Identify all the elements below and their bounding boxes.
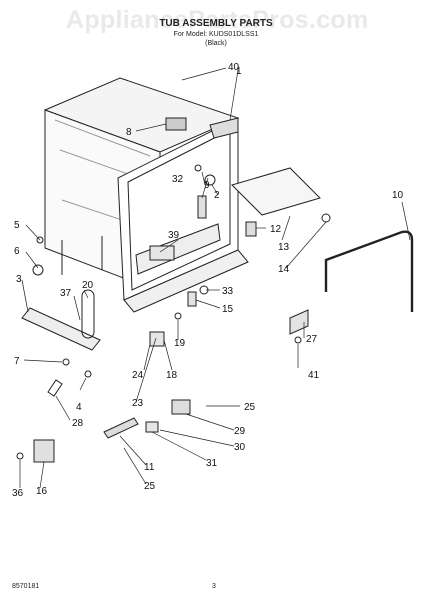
callout-37: 37: [60, 288, 72, 299]
callout-1: 1: [236, 66, 242, 77]
footer-page: 3: [212, 583, 216, 590]
callout-6: 6: [14, 246, 20, 257]
callout-29: 29: [234, 426, 246, 437]
leader-lines: [19, 67, 411, 489]
callout-12: 12: [270, 224, 282, 235]
callout-19: 19: [174, 338, 186, 349]
washer-14: [321, 213, 331, 223]
callout-39: 39: [168, 230, 180, 241]
callout-14: 14: [278, 264, 290, 275]
vent-cap: [165, 117, 187, 131]
bolt-9: [194, 164, 202, 172]
callout-4: 4: [76, 402, 82, 413]
post-32: [197, 195, 207, 219]
tub-base: [123, 249, 249, 313]
callout-30: 30: [234, 442, 246, 453]
callout-23: 23: [132, 398, 144, 409]
screw-36: [16, 452, 24, 460]
callout-3: 3: [16, 274, 22, 285]
bracket-39: [149, 245, 175, 261]
front-frame-inner: [127, 129, 231, 291]
callout-40: 40: [228, 62, 240, 73]
callout-25b: 25: [144, 481, 156, 492]
callout-8: 8: [126, 127, 132, 138]
part-6: [32, 264, 44, 276]
callout-11: 11: [144, 462, 155, 473]
part-15: [187, 291, 197, 307]
bracket-27: [289, 309, 309, 335]
callout-24: 24: [132, 370, 144, 381]
callout-15: 15: [222, 304, 234, 315]
hinge-16: [33, 439, 55, 463]
callout-31: 31: [206, 458, 218, 469]
vent-slot: [81, 289, 95, 339]
diagram-title: TUB ASSEMBLY PARTS: [159, 18, 273, 29]
callout-10: 10: [392, 190, 404, 201]
hose-10: [324, 230, 414, 312]
part-24: [149, 331, 165, 347]
callout-20: 20: [82, 280, 94, 291]
callout-2: 2: [214, 190, 220, 201]
footer-code: 8570181: [12, 583, 40, 590]
valve-29: [171, 399, 191, 415]
bracket-11: [103, 417, 139, 439]
color-line: (Black): [205, 40, 227, 47]
base-rail: [21, 307, 101, 351]
clip-12: [245, 221, 257, 237]
callout-13: 13: [278, 242, 290, 253]
callout-25a: 25: [244, 402, 256, 413]
part-4: [84, 370, 92, 378]
part-5: [36, 236, 44, 244]
frame-bracket: [209, 117, 239, 139]
tub-floor: [135, 223, 221, 275]
callout-32: 32: [172, 174, 184, 185]
callout-28: 28: [72, 418, 84, 429]
lid-13: [231, 167, 321, 216]
callout-labels: 40 1 8 9 32 2 10 5 6 39 12 13 14 3 20 37…: [12, 62, 404, 499]
callout-7: 7: [14, 356, 20, 367]
callout-9: 9: [204, 180, 210, 191]
callout-27: 27: [306, 334, 318, 345]
callout-36: 36: [12, 488, 24, 499]
part-30: [145, 421, 159, 433]
part-19: [174, 312, 182, 320]
callout-5: 5: [14, 220, 20, 231]
callout-16: 16: [36, 486, 48, 497]
model-line: For Model: KUDS01DLSS1: [173, 31, 259, 38]
watermark-text: AppliancePartsPros.com: [66, 6, 369, 34]
screw-7: [62, 358, 70, 366]
spring-28: [47, 379, 63, 397]
callout-33: 33: [222, 286, 234, 297]
callout-18: 18: [166, 370, 178, 381]
callout-41: 41: [308, 370, 320, 381]
screw-41: [294, 336, 302, 344]
bolt-2: [204, 174, 216, 186]
